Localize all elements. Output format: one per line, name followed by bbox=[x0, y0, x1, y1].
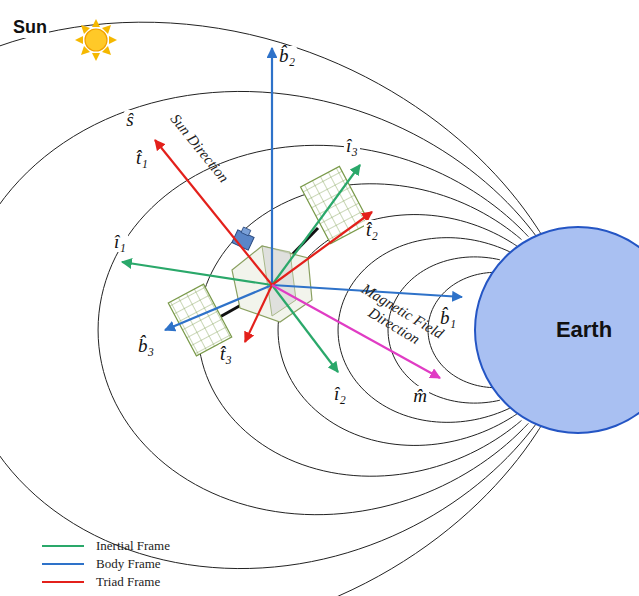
sun-label: Sun bbox=[11, 18, 49, 38]
node-title: Earth bbox=[544, 317, 612, 343]
legend-text: Triad Frame bbox=[96, 574, 160, 590]
sun-icon bbox=[75, 19, 117, 61]
vector-label: t̂₁ bbox=[134, 148, 150, 169]
earth-circle: Earth bbox=[474, 226, 639, 434]
direction-label: Sun Direction bbox=[166, 109, 234, 187]
vector-label: î₂ bbox=[332, 384, 348, 405]
legend-text: Body Frame bbox=[96, 556, 161, 572]
frame-vectors bbox=[122, 48, 462, 378]
vector-label: t̂₂ bbox=[364, 220, 380, 241]
vector-label: î₁ bbox=[112, 232, 128, 253]
vector-label: ŝ bbox=[124, 110, 135, 131]
legend-swatch bbox=[42, 563, 84, 565]
field-line bbox=[98, 145, 528, 514]
field-lines bbox=[0, 22, 639, 596]
field-line bbox=[0, 22, 541, 596]
vector-label: î₃ bbox=[344, 136, 360, 157]
legend-swatch bbox=[42, 545, 84, 547]
vector-label: t̂₃ bbox=[218, 344, 234, 365]
field-line bbox=[0, 91, 536, 568]
vector-label: b̂₃ bbox=[136, 336, 156, 357]
vector-label: b̂₂ bbox=[277, 46, 297, 67]
legend-text: Inertial Frame bbox=[96, 538, 170, 554]
vector-label: m̂ bbox=[411, 386, 429, 407]
legend-swatch bbox=[42, 581, 84, 583]
